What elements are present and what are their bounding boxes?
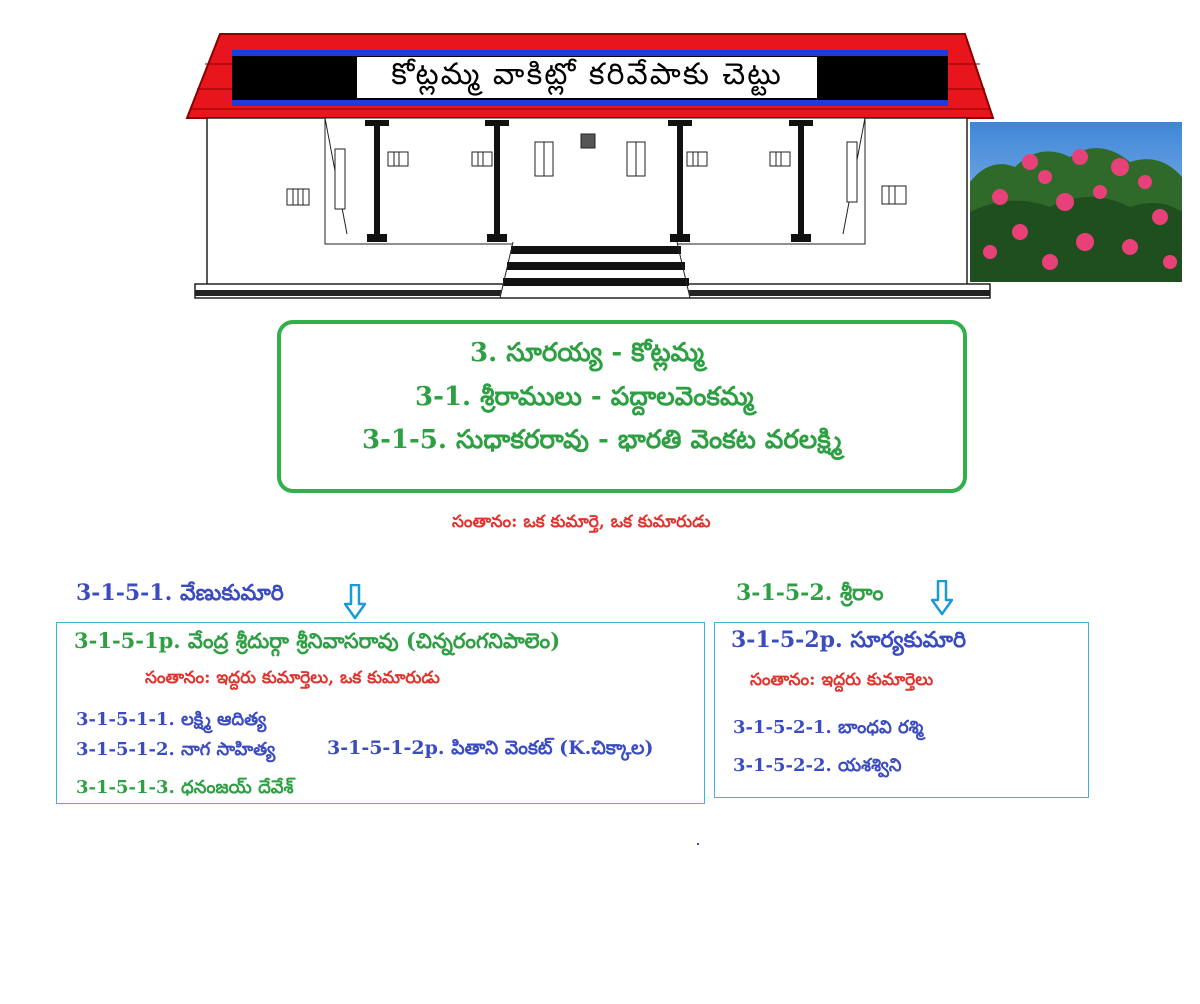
- right-child-2: 3-1-5-2-2. యశశ్విని: [733, 755, 902, 776]
- santanam-main: సంతానం: ఒక కుమార్తె, ఒక కుమారుడు: [452, 512, 711, 532]
- lineage-line-2-text: 3-1. శ్రీరాములు - పద్దాలవెంకమ్మ: [415, 382, 754, 412]
- lineage-line-3: 3-1-5. సుధాకరరావు - భారతి వెంకట వరలక్ష్మ…: [362, 425, 842, 461]
- lineage-line-3-text: 3-1-5. సుధాకరరావు - భారతి వెంకట వరలక్ష్మ…: [362, 425, 842, 455]
- right-branch-santanam: సంతానం: ఇద్దరు కుమార్తెలు: [750, 670, 934, 690]
- left-child-2-spouse: 3-1-5-1-2p. పితాని వెంకట్ (K.చిక్కాల): [327, 737, 654, 759]
- left-child-1: 3-1-5-1-1. లక్ష్మి ఆదిత్య: [76, 709, 267, 730]
- lineage-line-2: 3-1. శ్రీరాములు - పద్దాలవెంకమ్మ: [415, 382, 754, 418]
- down-arrow-icon: [931, 580, 953, 616]
- lineage-line-1: 3. సూరయ్య - కోట్లమ్మ: [470, 338, 705, 368]
- right-branch-spouse: 3-1-5-2p. సూర్యకుమారి: [731, 627, 967, 653]
- right-branch-heading: 3-1-5-2. శ్రీరాం: [736, 580, 884, 606]
- left-child-2: 3-1-5-1-2. నాగ సాహిత్య: [76, 739, 276, 760]
- left-branch-santanam: సంతానం: ఇద్దరు కుమార్తెలు, ఒక కుమారుడు: [145, 668, 440, 688]
- right-child-1: 3-1-5-2-1. బాంధవి రశ్మి: [733, 717, 924, 738]
- left-branch-panel: [56, 622, 705, 804]
- banner-title: కోట్లమ్మ వాకిట్లో కరివేపాకు చెట్టు: [357, 57, 817, 98]
- down-arrow-icon: [344, 584, 366, 620]
- flower-bush-image: [970, 122, 1182, 282]
- lineage-header-box: [277, 320, 967, 493]
- stray-dot: [697, 843, 699, 845]
- left-branch-spouse: 3-1-5-1p. వేంద్ర శ్రీదుర్గా శ్రీనివాసరావ…: [74, 628, 561, 653]
- left-child-3: 3-1-5-1-3. ధనంజయ్ దేవేశ్: [76, 777, 294, 798]
- left-branch-heading: 3-1-5-1. వేణుకుమారి: [76, 580, 284, 606]
- right-branch-panel: [714, 622, 1089, 798]
